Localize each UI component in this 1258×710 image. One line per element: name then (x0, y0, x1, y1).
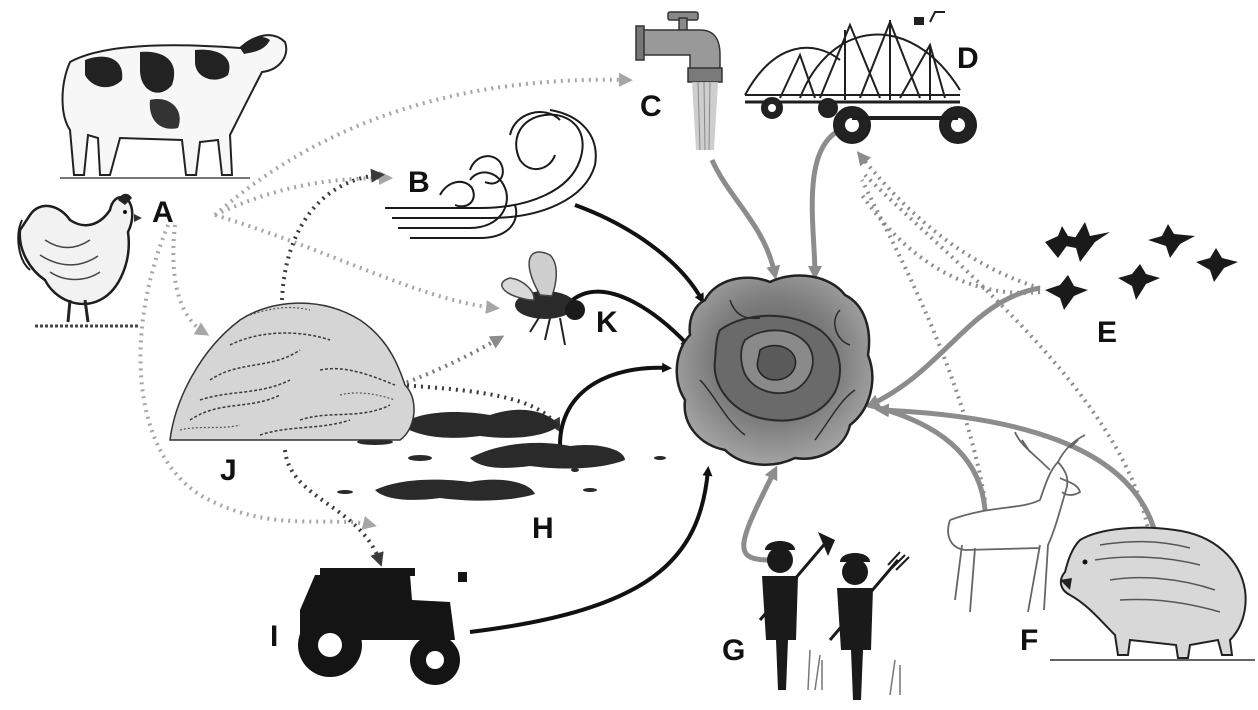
arrow-boar-to-lettuce (880, 410, 1158, 545)
farm-workers-icon (760, 532, 909, 700)
label-e: E (1097, 316, 1117, 349)
arrow-k-to-lettuce (570, 292, 688, 345)
lettuce-icon (677, 276, 873, 465)
arrow-a-to-b (215, 178, 388, 215)
label-j: J (220, 454, 237, 487)
arrow-e-to-d-1 (860, 155, 1040, 288)
bird (1045, 275, 1088, 310)
label-k: K (596, 306, 618, 339)
label-f: F (1020, 624, 1038, 657)
wild-boar-icon (1050, 528, 1255, 660)
arrow-d-to-lettuce (812, 130, 840, 275)
arrow-j-to-b (282, 175, 380, 300)
bird (1118, 264, 1160, 300)
label-h: H (532, 512, 554, 545)
arrow-boar-to-d (865, 175, 1150, 540)
label-i: I (270, 620, 278, 653)
pivot-wheels (762, 98, 976, 143)
cow-icon (60, 35, 286, 178)
label-c: C (640, 90, 662, 123)
label-a: A (152, 196, 174, 229)
manure-pile-icon (170, 303, 414, 440)
tractor-icon (298, 568, 467, 685)
arrow-e-to-lettuce (870, 288, 1040, 405)
farm-worker (830, 552, 909, 700)
arrow-deer-to-d (862, 180, 985, 500)
farm-worker (760, 532, 835, 690)
arrow-h-to-lettuce (560, 368, 668, 445)
arrow-a-to-j (173, 225, 205, 333)
arrow-j-to-i (285, 450, 380, 562)
label-g: G (722, 634, 745, 667)
bird (1196, 248, 1238, 282)
bird (1148, 224, 1195, 258)
irrigation-pivot-icon (745, 12, 976, 143)
water-tap-icon (636, 12, 722, 150)
arrow-j-to-k (400, 338, 500, 385)
arrow-b-to-lettuce (575, 205, 702, 300)
label-d: D (957, 42, 979, 75)
arrow-c-to-lettuce (712, 160, 775, 275)
birds-icon (1045, 222, 1238, 310)
label-b: B (408, 166, 430, 199)
chicken-icon (18, 194, 142, 326)
arrow-deer-to-lettuce (868, 405, 985, 510)
